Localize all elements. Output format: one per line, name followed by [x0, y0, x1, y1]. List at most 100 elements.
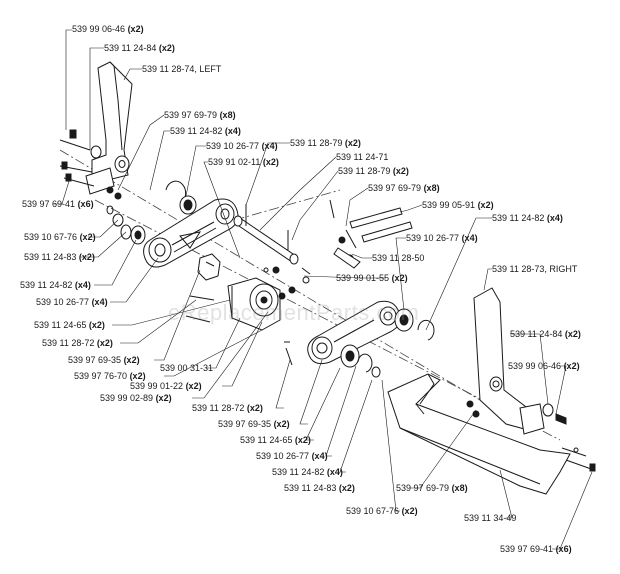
part-label: 539 97 69-79 (x8) — [396, 483, 468, 493]
part-number: 539 99 05-91 — [422, 200, 476, 210]
part-label: 539 11 24-84 (x2) — [510, 329, 581, 339]
watermark: eReplacementParts.com — [168, 300, 420, 325]
part-quantity: (x2) — [123, 355, 140, 365]
part-label: 539 11 24-65 (x2) — [34, 320, 105, 330]
part-number: 539 11 28-74, LEFT — [142, 64, 222, 74]
part-number: 539 10 26-77 — [36, 297, 90, 307]
part-number: 539 99 06-46 — [508, 361, 562, 371]
part-number: 539 97 69-35 — [68, 355, 122, 365]
part-number: 539 99 01-22 — [130, 381, 184, 391]
part-label: 539 11 28-79 (x2) — [290, 138, 361, 148]
part-quantity: (x2) — [477, 200, 494, 210]
part-quantity: (x2) — [78, 252, 95, 262]
part-label: 539 11 28-73, RIGHT — [492, 264, 577, 274]
part-number: 539 10 26-77 — [256, 451, 310, 461]
part-number: 539 11 24-83 — [284, 483, 337, 493]
center-gearbox — [185, 266, 296, 331]
gearbox-fasteners — [284, 199, 335, 366]
part-quantity: (x2) — [127, 24, 144, 34]
part-number: 539 97 69-79 — [164, 110, 218, 120]
part-quantity: (x2) — [338, 483, 355, 493]
part-quantity: (x2) — [96, 338, 113, 348]
left-link-arm — [143, 198, 239, 268]
part-label: 539 10 67-76 (x2) — [346, 506, 418, 516]
part-quantity: (x2) — [129, 371, 146, 381]
part-number: 539 11 24-82 — [20, 280, 73, 290]
part-number: 539 11 24-82 — [272, 467, 325, 477]
part-number: 539 11 24-71 — [336, 152, 389, 162]
right-bearings — [340, 308, 435, 378]
part-label: 539 97 69-79 (x8) — [164, 110, 236, 120]
part-label: 539 11 28-79 (x2) — [338, 166, 409, 176]
part-number: 539 11 28-72 — [192, 403, 245, 413]
part-label: 539 99 01-22 (x2) — [130, 381, 202, 391]
part-number: 539 11 28-72 — [42, 338, 95, 348]
part-number: 539 11 28-73, RIGHT — [492, 264, 578, 274]
leader-lines — [54, 29, 593, 550]
part-number: 539 97 69-41 — [22, 199, 76, 209]
part-label: 539 91 02-11 (x2) — [208, 157, 279, 167]
part-quantity: (x2) — [391, 273, 408, 283]
part-number: 539 10 26-77 — [406, 233, 460, 243]
part-quantity: (x2) — [246, 403, 263, 413]
part-label: 539 99 02-89 (x2) — [100, 393, 172, 403]
part-number: 539 11 34-49 — [464, 513, 517, 523]
left-arm-bracket — [85, 61, 133, 195]
part-label: 539 11 24-71 — [336, 152, 388, 162]
part-quantity: (x4) — [91, 297, 108, 307]
part-label: 539 11 24-82 (x4) — [272, 467, 343, 477]
part-label: 539 99 06-46 (x2) — [72, 24, 144, 34]
part-quantity: (x2) — [401, 506, 418, 516]
part-label: 539 11 24-83 (x2) — [24, 252, 95, 262]
cam-block — [197, 253, 221, 281]
part-quantity: (x2) — [392, 166, 409, 176]
part-label: 539 10 26-77 (x4) — [256, 451, 328, 461]
part-label: 539 00 31-31 — [160, 363, 213, 373]
part-number: 539 11 24-83 — [24, 252, 77, 262]
part-label: 539 11 24-82 (x4) — [170, 126, 241, 136]
part-number: 539 11 24-65 — [240, 435, 293, 445]
spacer-rods — [333, 207, 413, 269]
part-label: 539 97 69-35 (x2) — [68, 355, 140, 365]
part-quantity: (x4) — [546, 213, 563, 223]
part-number: 539 97 69-35 — [218, 419, 272, 429]
part-label: 539 99 01-55 (x2) — [336, 273, 408, 283]
part-number: 539 97 76-70 — [74, 371, 128, 381]
part-quantity: (x2) — [262, 157, 279, 167]
part-label: 539 11 28-72 (x2) — [42, 338, 113, 348]
right-link-arm — [307, 300, 401, 365]
part-number: 539 99 02-89 — [100, 393, 154, 403]
part-label: 539 10 67-76 (x2) — [24, 232, 96, 242]
part-label: 539 97 69-79 (x8) — [368, 183, 440, 193]
center-shaft — [233, 204, 299, 265]
part-quantity: (x2) — [155, 393, 172, 403]
part-quantity: (x4) — [261, 141, 278, 151]
part-number: 539 00 31-31 — [160, 363, 214, 373]
part-quantity: (x6) — [555, 544, 572, 554]
part-number: 539 11 24-82 — [492, 213, 545, 223]
part-quantity: (x8) — [451, 483, 468, 493]
part-label: 539 11 28-72 (x2) — [192, 403, 263, 413]
part-number: 539 11 24-84 — [104, 43, 157, 53]
part-number: 539 10 26-77 — [206, 141, 260, 151]
left-washers — [106, 180, 197, 245]
part-quantity: (x2) — [563, 361, 580, 371]
part-quantity: (x4) — [461, 233, 478, 243]
part-quantity: (x2) — [564, 329, 581, 339]
part-quantity: (x2) — [344, 138, 361, 148]
part-label: 539 99 05-91 (x2) — [422, 200, 494, 210]
part-quantity: (x2) — [158, 43, 175, 53]
part-label: 539 97 69-41 (x6) — [500, 544, 572, 554]
part-number: 539 97 69-79 — [396, 483, 450, 493]
part-number: 539 11 28-79 — [290, 138, 343, 148]
part-number: 539 11 24-84 — [510, 329, 563, 339]
part-label: 539 10 26-77 (x4) — [206, 141, 278, 151]
part-label: 539 97 69-41 (x6) — [22, 199, 94, 209]
part-label: 539 11 24-82 (x4) — [492, 213, 563, 223]
part-quantity: (x2) — [185, 381, 202, 391]
part-quantity: (x2) — [79, 232, 96, 242]
part-number: 539 11 28-79 — [338, 166, 391, 176]
part-label: 539 10 26-77 (x4) — [36, 297, 108, 307]
